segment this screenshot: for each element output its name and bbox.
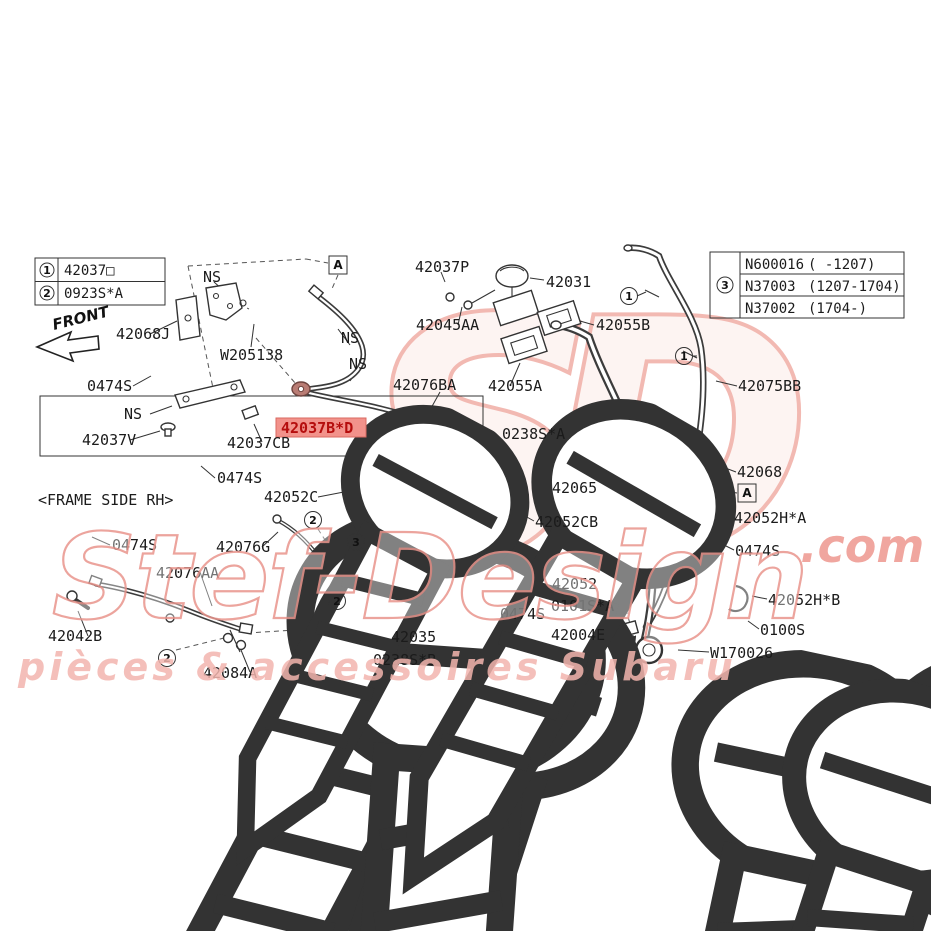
callout-3-a: 3	[352, 536, 360, 549]
label-0474s-4: 0474S	[735, 542, 780, 560]
label-42004e: 42004E	[551, 626, 605, 644]
label-42076aa: 42076AA	[156, 564, 219, 582]
label-0474s-5: 0474S	[500, 605, 545, 623]
label-42035: 42035	[391, 628, 436, 646]
callout-1-b: 1	[680, 350, 688, 363]
label-42037p: 42037P	[415, 258, 469, 276]
label-42042b: 42042B	[48, 627, 102, 645]
label-ns-1: NS	[203, 268, 221, 286]
cap-42031	[495, 264, 529, 288]
label-42045aa: 42045AA	[416, 316, 479, 334]
clip-42084a	[222, 629, 247, 653]
label-42084a: 42084A	[203, 664, 257, 682]
bracket-42068j	[175, 295, 201, 341]
label-0238sa: 0238S*A	[502, 425, 565, 443]
ref-row1-part: N600016	[745, 257, 804, 273]
ref-row2-range: (1207-1704)	[808, 279, 901, 295]
label-42052ha: 42052H*A	[734, 509, 806, 527]
label-42037v: 42037V	[82, 431, 136, 449]
front-label: FRONT	[51, 302, 113, 334]
label-42031: 42031	[546, 273, 591, 291]
label-42075bb: 42075BB	[738, 377, 801, 395]
boxed-ref-a-1: A	[333, 258, 343, 272]
label-42076ba: 42076BA	[393, 376, 456, 394]
ref-row3-part: N37002	[745, 301, 796, 317]
label-ns-2: NS	[341, 329, 359, 347]
reference-table: 3 N600016 ( -1207) N37003 (1207-1704) N3…	[709, 251, 905, 319]
label-42068j: 42068J	[116, 325, 170, 343]
legend-row1-label: 42037□	[64, 263, 115, 279]
plate-42055a	[500, 325, 548, 365]
callout-2-c: 2	[163, 652, 171, 665]
label-42052c: 42052C	[264, 488, 318, 506]
label-frame-side: <FRAME SIDE RH>	[38, 491, 173, 509]
ref-row1-range: ( -1207)	[808, 257, 875, 273]
ref-row2-part: N37003	[745, 279, 796, 295]
label-42052: 42052	[552, 575, 597, 593]
ref-table-num: 3	[721, 279, 729, 292]
label-42055a: 42055A	[488, 377, 542, 395]
bracket-lower	[174, 379, 246, 409]
label-ns-3: NS	[349, 355, 367, 373]
hook-42052hb	[728, 584, 749, 613]
plate-42055b	[536, 299, 582, 337]
ref-row3-range: (1704-)	[808, 301, 867, 317]
boxed-ref-a-2: A	[742, 486, 752, 500]
legend-row2-label: 0923S*A	[64, 286, 124, 302]
label-42065: 42065	[552, 479, 597, 497]
clip-42037cb	[241, 404, 260, 420]
label-42052hb: 42052H*B	[768, 591, 840, 609]
label-ns-4: NS	[124, 405, 142, 423]
label-0100s: 0100S	[760, 621, 805, 639]
bracket-upper	[205, 282, 243, 321]
legend-row2-num: 2	[43, 287, 51, 300]
label-0474s-1: 0474S	[87, 377, 132, 395]
label-42037bd-highlighted: 42037B*D	[281, 419, 353, 437]
label-42052cb: 42052CB	[535, 513, 598, 531]
label-w205138: W205138	[220, 346, 283, 364]
callout-2-b: 2	[333, 595, 341, 608]
callout-2-a: 2	[309, 514, 317, 527]
part-labels: NS 42037P 42031 42045AA 42055B 42068J W2…	[38, 258, 840, 682]
label-0238sb: 0238S*B	[373, 651, 436, 669]
highlight-42037bd	[275, 417, 367, 438]
label-42068: 42068	[737, 463, 782, 481]
callouts: A A 1 1 2 3 2 2	[158, 255, 757, 667]
label-w170026: W170026	[710, 644, 773, 662]
label-42055b: 42055B	[596, 316, 650, 334]
label-42037cb: 42037CB	[227, 434, 290, 452]
label-0474s-3: 0474S	[112, 536, 157, 554]
legend-box: 1 42037□ 2 0923S*A	[34, 257, 166, 306]
label-0101sa: 0101S*A	[551, 597, 614, 615]
front-arrow-icon	[34, 330, 100, 363]
front-direction-arrow: FRONT	[34, 302, 113, 363]
callout-1-a: 1	[625, 290, 633, 303]
label-42076g: 42076G	[216, 538, 270, 556]
legend-row1-num: 1	[43, 264, 51, 277]
label-0474s-2: 0474S	[217, 469, 262, 487]
